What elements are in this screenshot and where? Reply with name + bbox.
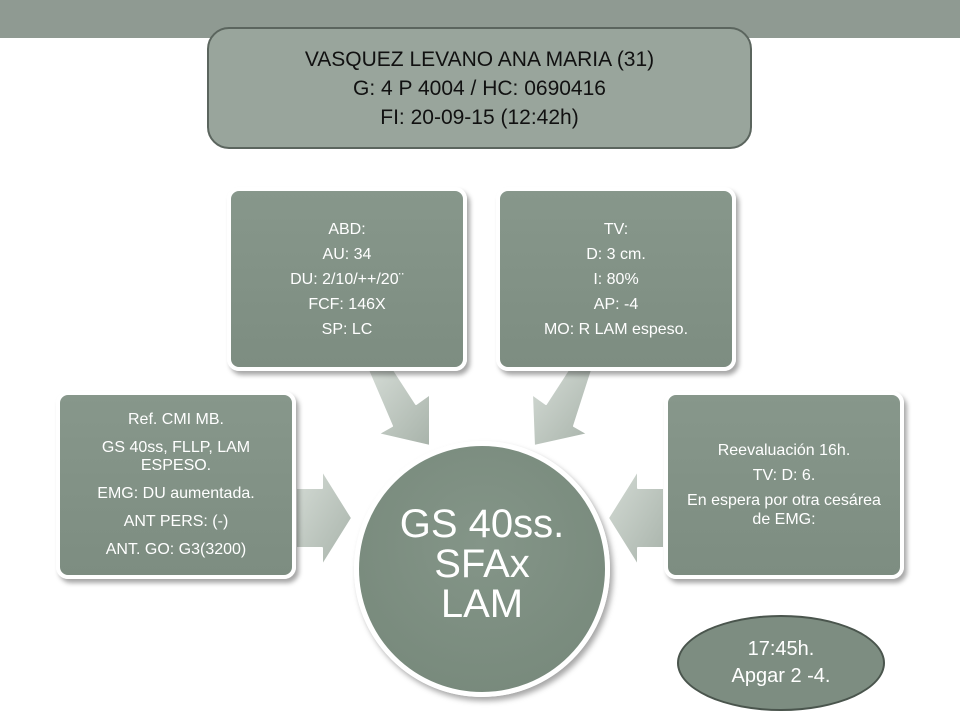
reevaluation-card: Reevaluación 16h. TV: D: 6. En espera po… (664, 391, 904, 579)
card-line: I: 80% (593, 270, 639, 288)
referral-history-card: Ref. CMI MB. GS 40ss, FLLP, LAM ESPESO. … (56, 391, 296, 579)
diagnosis-line: SFAx (434, 542, 530, 586)
card-line: GS 40ss, FLLP, LAM ESPESO. (101, 439, 251, 474)
patient-header-box: VASQUEZ LEVANO ANA MARIA (31) G: 4 P 400… (207, 27, 752, 149)
abdominal-exam-card: ABD: AU: 34 DU: 2/10/++/20¨ FCF: 146X SP… (227, 187, 467, 371)
arrow-abd-to-center (367, 369, 431, 447)
patient-name: VASQUEZ LEVANO ANA MARIA (31) (304, 47, 655, 71)
arrow-right-to-center (607, 469, 665, 567)
delivery-time-oval: 17:45h. Apgar 2 -4. (677, 615, 885, 711)
card-line: DU: 2/10/++/20¨ (290, 270, 404, 288)
card-line: AP: -4 (593, 295, 639, 313)
card-line: ABD: (328, 220, 366, 238)
arrow-left-to-center (295, 469, 353, 567)
card-line: TV: D: 6. (752, 467, 816, 484)
card-line: Reevaluación 16h. (717, 442, 851, 459)
card-line: SP: LC (321, 320, 373, 338)
delivery-time: 17:45h. (747, 638, 815, 660)
card-line: ANT PERS: (-) (123, 513, 229, 530)
card-line: Ref. CMI MB. (127, 411, 224, 428)
diagnosis-line: LAM (440, 582, 524, 626)
card-line: MO: R LAM espeso. (543, 320, 689, 338)
apgar-score: Apgar 2 -4. (731, 665, 831, 687)
patient-gestation: G: 4 P 4004 / HC: 0690416 (353, 76, 606, 100)
diagnosis-line: GS 40ss. (399, 502, 565, 546)
card-line: En espera por otra cesárea de EMG: (687, 492, 881, 528)
card-line: FCF: 146X (308, 295, 386, 313)
card-line: AU: 34 (322, 245, 372, 263)
arrow-tv-to-center (531, 369, 593, 447)
card-line: D: 3 cm. (586, 245, 646, 263)
card-line: TV: (603, 220, 629, 238)
diagnosis-circle: GS 40ss. SFAx LAM (354, 441, 610, 697)
card-line: EMG: DU aumentada. (97, 485, 255, 502)
card-line: ANT. GO: G3(3200) (105, 541, 247, 558)
patient-admission-date: FI: 20-09-15 (12:42h) (380, 105, 579, 129)
vaginal-exam-card: TV: D: 3 cm. I: 80% AP: -4 MO: R LAM esp… (496, 187, 736, 371)
